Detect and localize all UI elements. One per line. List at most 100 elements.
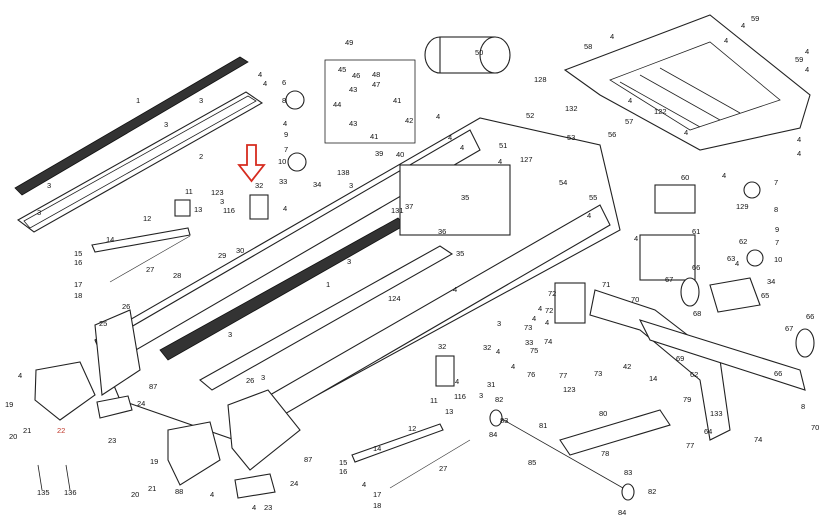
callout-128: 128 <box>534 75 547 84</box>
callout-40: 40 <box>396 150 404 159</box>
callout-60: 60 <box>681 173 689 182</box>
callout-36: 36 <box>438 227 446 236</box>
callout-9: 9 <box>775 225 779 234</box>
callout-4: 4 <box>496 347 500 356</box>
callout-74: 74 <box>754 435 762 444</box>
callout-16: 16 <box>74 258 82 267</box>
callout-42: 42 <box>405 116 413 125</box>
callout-17: 17 <box>373 490 381 499</box>
callout-13: 13 <box>194 205 202 214</box>
callout-4: 4 <box>684 128 688 137</box>
callout-4: 4 <box>455 377 459 386</box>
callout-136: 136 <box>64 488 77 497</box>
callout-74: 74 <box>544 337 552 346</box>
callout-3: 3 <box>199 96 203 105</box>
callout-4: 4 <box>498 157 502 166</box>
callout-58: 58 <box>584 42 592 51</box>
callout-39: 39 <box>375 149 383 158</box>
callout-4: 4 <box>258 70 262 79</box>
callout-25: 25 <box>99 319 107 328</box>
callout-35: 35 <box>456 249 464 258</box>
motor-assembly <box>399 36 815 358</box>
callout-63: 63 <box>727 254 735 263</box>
callout-4: 4 <box>805 65 809 74</box>
callout-19: 19 <box>150 457 158 466</box>
callout-1: 1 <box>326 280 330 289</box>
end-caps <box>34 309 301 499</box>
callout-55: 55 <box>589 193 597 202</box>
callout-82: 82 <box>648 487 656 496</box>
callout-41: 41 <box>370 132 378 141</box>
callout-84: 84 <box>618 508 626 517</box>
callout-138: 138 <box>337 168 350 177</box>
callout-3: 3 <box>220 197 224 206</box>
callout-26: 26 <box>122 302 130 311</box>
callout-50: 50 <box>475 48 483 57</box>
callout-6: 6 <box>282 78 286 87</box>
callout-19: 19 <box>5 400 13 409</box>
callout-62: 62 <box>739 237 747 246</box>
callout-85: 85 <box>528 458 536 467</box>
callout-4: 4 <box>545 318 549 327</box>
callout-80: 80 <box>599 409 607 418</box>
callout-22: 22 <box>57 426 65 435</box>
callout-14: 14 <box>106 235 114 244</box>
callout-4: 4 <box>460 143 464 152</box>
callout-24: 24 <box>290 479 298 488</box>
callout-4: 4 <box>453 285 457 294</box>
callout-11: 11 <box>185 187 193 196</box>
callout-4: 4 <box>722 171 726 180</box>
callout-33: 33 <box>525 338 533 347</box>
callout-3: 3 <box>228 330 232 339</box>
rear-hood <box>563 14 811 151</box>
callout-3: 3 <box>47 181 51 190</box>
callout-30: 30 <box>236 246 244 255</box>
callout-133: 133 <box>710 409 723 418</box>
inset-detail-box <box>324 59 416 144</box>
callout-73: 73 <box>524 323 532 332</box>
callout-13: 13 <box>445 407 453 416</box>
callout-116: 116 <box>223 206 235 215</box>
callout-116: 116 <box>454 392 466 401</box>
callout-79: 79 <box>683 395 691 404</box>
callout-61: 61 <box>692 227 700 236</box>
callout-27: 27 <box>439 464 447 473</box>
callout-84: 84 <box>489 430 497 439</box>
callout-29: 29 <box>218 251 226 260</box>
callout-4: 4 <box>252 503 256 512</box>
callout-46: 46 <box>352 71 360 80</box>
callout-2: 2 <box>199 152 203 161</box>
callout-81: 81 <box>539 421 547 430</box>
callout-4: 4 <box>283 204 287 213</box>
callout-52: 52 <box>526 111 534 120</box>
callout-127: 127 <box>520 155 533 164</box>
callout-4: 4 <box>210 490 214 499</box>
callout-59: 59 <box>751 14 759 23</box>
callout-21: 21 <box>23 426 31 435</box>
callout-4: 4 <box>283 119 287 128</box>
callout-21: 21 <box>148 484 156 493</box>
callout-83: 83 <box>624 468 632 477</box>
callout-67: 67 <box>665 275 673 284</box>
callout-31: 31 <box>487 380 495 389</box>
callout-4: 4 <box>362 480 366 489</box>
callout-78: 78 <box>601 449 609 458</box>
callout-122: 122 <box>654 107 667 116</box>
callout-12: 12 <box>408 424 416 433</box>
callout-32: 32 <box>438 342 446 351</box>
callout-14: 14 <box>649 374 657 383</box>
callout-43: 43 <box>349 119 357 128</box>
side-tubes <box>91 227 471 489</box>
callout-135: 135 <box>37 488 50 497</box>
callout-3: 3 <box>347 257 351 266</box>
callout-124: 124 <box>388 294 401 303</box>
callout-83: 83 <box>500 416 508 425</box>
callout-132: 132 <box>565 104 578 113</box>
callout-62: 62 <box>690 370 698 379</box>
callout-45: 45 <box>338 65 346 74</box>
callout-10: 10 <box>278 157 286 166</box>
callout-24: 24 <box>137 399 145 408</box>
callout-49: 49 <box>345 38 353 47</box>
